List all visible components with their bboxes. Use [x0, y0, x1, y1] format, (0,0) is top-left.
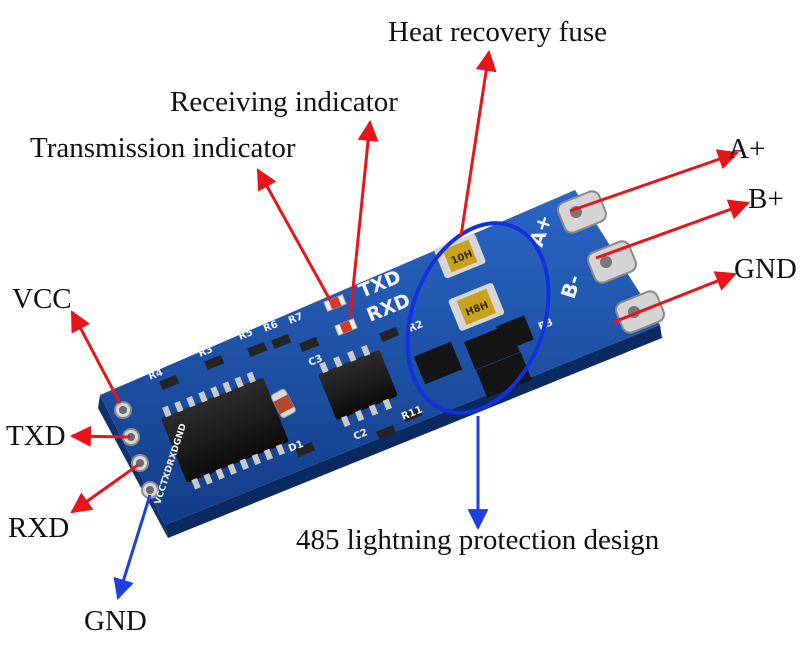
right-terminal-pads — [557, 190, 665, 334]
arrow-gnd-right — [613, 271, 737, 324]
rs485-chip — [318, 344, 398, 428]
arrow-gnd-left — [113, 494, 152, 601]
silk-r2: R2 — [407, 319, 425, 335]
label-gnd-left: GND — [84, 605, 147, 637]
silk-c2: C2 — [352, 427, 369, 443]
arrow-rxd — [70, 463, 139, 514]
arrow-rx-indicator — [348, 119, 379, 319]
label-receiving-indicator: Receiving indicator — [170, 86, 398, 118]
silk-c3: C3 — [307, 353, 324, 369]
tx-led — [323, 293, 347, 313]
arrow-tx-indicator — [256, 168, 332, 301]
protection-highlight-ellipse — [405, 221, 551, 415]
pcb-board: 10H H8H TXD RXD R4 R3 R5 R6 R7 C3 — [98, 190, 665, 538]
tvs-diodes — [413, 315, 534, 398]
silk-r5: R5 — [237, 327, 255, 343]
rx-led — [334, 317, 358, 337]
silk-r4: R4 — [147, 367, 165, 383]
annotation-arrows-red — [69, 49, 750, 514]
label-txd: TXD — [6, 420, 66, 452]
label-vcc: VCC — [12, 283, 72, 315]
arrow-vcc — [70, 310, 122, 404]
silk-r3: R3 — [197, 344, 215, 360]
arrow-a-plus — [569, 149, 739, 213]
diode-d1 — [270, 388, 296, 419]
label-lightning-protection: 485 lightning protection design — [296, 524, 660, 556]
arrow-b-plus — [595, 199, 750, 260]
label-heat-recovery-fuse: Heat recovery fuse — [388, 16, 607, 48]
arrow-txd — [69, 425, 131, 447]
recovery-fuse-2: H8H — [448, 283, 505, 331]
annotation-arrows-blue — [113, 416, 489, 601]
silk-r6: R6 — [262, 319, 280, 335]
label-transmission-indicator: Transmission indicator — [30, 132, 296, 164]
silk-d1: D1 — [287, 439, 305, 455]
label-rxd: RXD — [8, 512, 70, 544]
arrow-heat-fuse — [459, 49, 497, 237]
label-b-plus: B+ — [748, 183, 784, 215]
label-a-plus: A+ — [728, 133, 766, 165]
silk-r7: R7 — [287, 311, 305, 327]
max3232-chip — [161, 371, 289, 490]
smd-components — [159, 326, 423, 458]
label-gnd-right: GND — [734, 253, 797, 285]
